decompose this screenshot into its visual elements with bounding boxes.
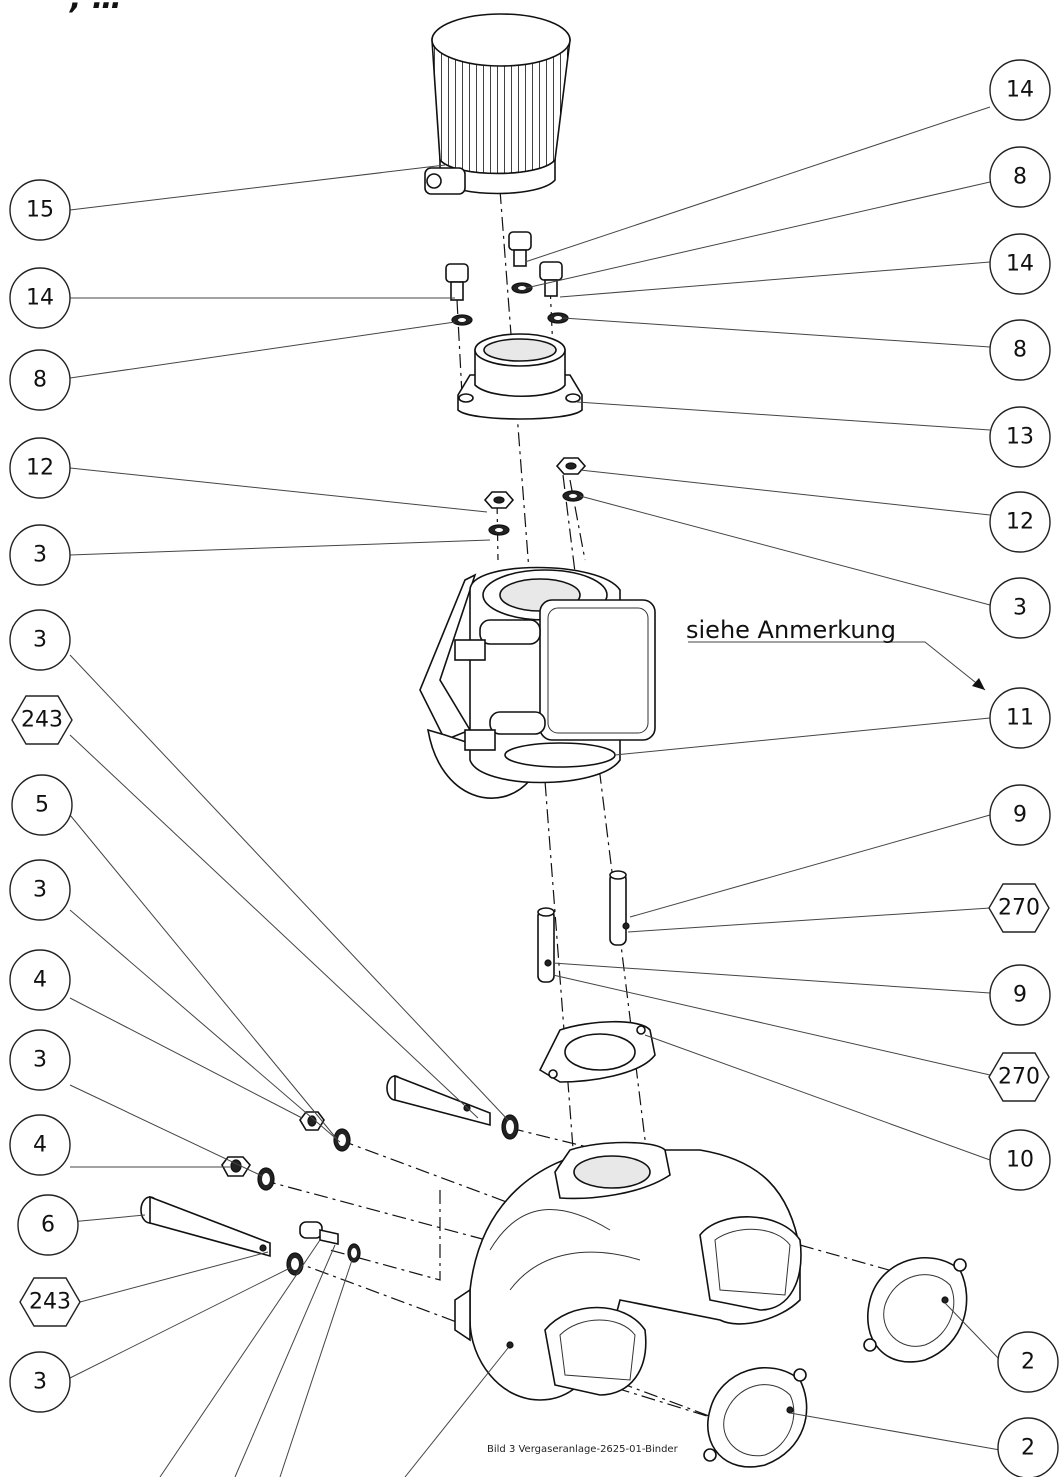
callout-270: 270 <box>988 883 1050 933</box>
callout-3: 3 <box>9 1029 71 1091</box>
side-hardware <box>140 1074 519 1276</box>
bolt-part <box>140 1195 271 1258</box>
svg-text:3: 3 <box>33 1048 47 1073</box>
callout-14: 14 <box>9 267 71 329</box>
svg-text:15: 15 <box>26 198 54 223</box>
callout-3: 3 <box>9 1351 71 1413</box>
svg-text:3: 3 <box>1013 596 1027 621</box>
flange-gaskets <box>703 1256 968 1468</box>
callout-4: 4 <box>9 949 71 1011</box>
callout-10: 10 <box>989 1129 1051 1191</box>
svg-text:14: 14 <box>1006 252 1034 277</box>
leader-lines <box>69 106 1001 1477</box>
svg-text:8: 8 <box>1013 338 1027 363</box>
svg-text:14: 14 <box>1006 78 1034 103</box>
svg-text:243: 243 <box>29 1290 71 1315</box>
bolt-part <box>386 1074 491 1127</box>
svg-text:12: 12 <box>26 456 54 481</box>
callout-15: 15 <box>9 179 71 241</box>
carburetor-part <box>419 566 656 799</box>
svg-text:2: 2 <box>1021 1350 1035 1375</box>
svg-text:8: 8 <box>33 368 47 393</box>
callout-243: 243 <box>19 1277 81 1327</box>
svg-text:10: 10 <box>1006 1148 1034 1173</box>
callout-8: 8 <box>9 349 71 411</box>
callout-6: 6 <box>17 1194 79 1256</box>
flange-adapter-part <box>457 333 583 420</box>
header-fragment: , … <box>68 0 122 16</box>
nuts-washers <box>483 457 587 536</box>
svg-text:5: 5 <box>35 793 49 818</box>
callout-11: 11 <box>989 687 1051 749</box>
callout-14: 14 <box>989 59 1051 121</box>
callout-4: 4 <box>9 1114 71 1176</box>
svg-text:13: 13 <box>1006 425 1034 450</box>
callout-3: 3 <box>9 859 71 921</box>
callout-5: 5 <box>11 774 73 836</box>
callout-12: 12 <box>9 437 71 499</box>
callout-243: 243 <box>11 695 73 745</box>
note-siehe-anmerkung: siehe Anmerkung <box>686 616 896 644</box>
callout-3: 3 <box>9 524 71 586</box>
svg-text:270: 270 <box>998 1065 1040 1090</box>
callout-13: 13 <box>989 406 1051 468</box>
screw-part <box>508 231 532 267</box>
callout-12: 12 <box>989 491 1051 553</box>
svg-text:4: 4 <box>33 1133 47 1158</box>
svg-text:243: 243 <box>21 708 63 733</box>
svg-text:12: 12 <box>1006 510 1034 535</box>
callout-9: 9 <box>989 784 1051 846</box>
callout-14: 14 <box>989 233 1051 295</box>
studs <box>537 870 630 983</box>
callout-2: 2 <box>997 1331 1059 1393</box>
svg-text:3: 3 <box>33 543 47 568</box>
screw-part <box>539 261 563 297</box>
svg-text:11: 11 <box>1006 706 1034 731</box>
callout-8: 8 <box>989 319 1051 381</box>
callout-270: 270 <box>988 1052 1050 1102</box>
callout-8: 8 <box>989 146 1051 208</box>
svg-text:6: 6 <box>41 1213 55 1238</box>
svg-text:3: 3 <box>33 878 47 903</box>
svg-text:9: 9 <box>1013 803 1027 828</box>
callout-3: 3 <box>9 609 71 671</box>
air-filter-part <box>424 13 571 195</box>
callout-2: 2 <box>997 1417 1059 1477</box>
svg-text:14: 14 <box>26 286 54 311</box>
gasket-part <box>538 1020 656 1083</box>
figure-caption: Bild 3 Vergaseranlage-2625-01-Binder <box>487 1444 679 1455</box>
svg-text:3: 3 <box>33 1370 47 1395</box>
intake-manifold-part <box>454 1141 802 1401</box>
screw-part <box>445 263 469 301</box>
callout-3: 3 <box>989 577 1051 639</box>
svg-text:9: 9 <box>1013 983 1027 1008</box>
svg-text:4: 4 <box>33 968 47 993</box>
svg-text:3: 3 <box>33 628 47 653</box>
callout-9: 9 <box>989 964 1051 1026</box>
svg-text:8: 8 <box>1013 165 1027 190</box>
screws-washers-top <box>445 231 569 326</box>
svg-text:2: 2 <box>1021 1436 1035 1461</box>
svg-text:270: 270 <box>998 896 1040 921</box>
